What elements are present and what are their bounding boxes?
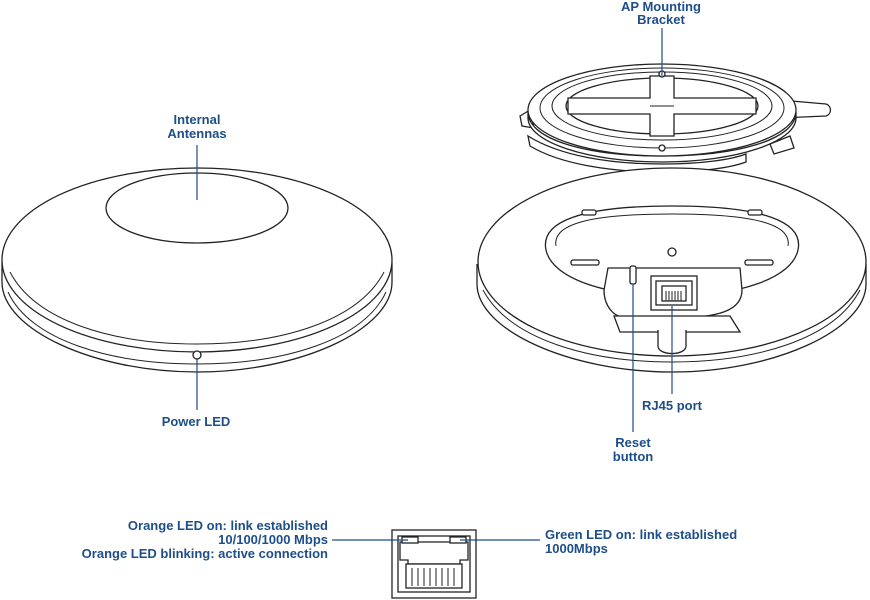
label-reset-line2: button [613, 449, 653, 464]
reset-button [629, 265, 637, 285]
label-power-led: Power LED [162, 414, 231, 429]
mounting-bracket [519, 63, 832, 173]
label-reset-line1: Reset [615, 435, 651, 450]
access-point-top-view [1, 167, 393, 373]
label-bracket-line1: AP Mounting [621, 0, 701, 14]
rj45-led-detail [391, 529, 477, 599]
label-bracket-line2: Bracket [637, 12, 685, 27]
label-internal-antennas-line2: Antennas [167, 126, 226, 141]
label-orange-led-line3: Orange LED blinking: active connection [82, 546, 328, 561]
rj45-port-icon [650, 275, 698, 311]
label-green-led-line1: Green LED on: link established [545, 527, 737, 542]
label-internal-antennas-line1: Internal [174, 112, 221, 127]
label-green-led-line2: 1000Mbps [545, 541, 608, 556]
label-rj45-port: RJ45 port [642, 398, 703, 413]
label-orange-led-line2: 10/100/1000 Mbps [218, 532, 328, 547]
power-led-icon [192, 350, 202, 360]
label-orange-led-line1: Orange LED on: link established [128, 518, 328, 533]
